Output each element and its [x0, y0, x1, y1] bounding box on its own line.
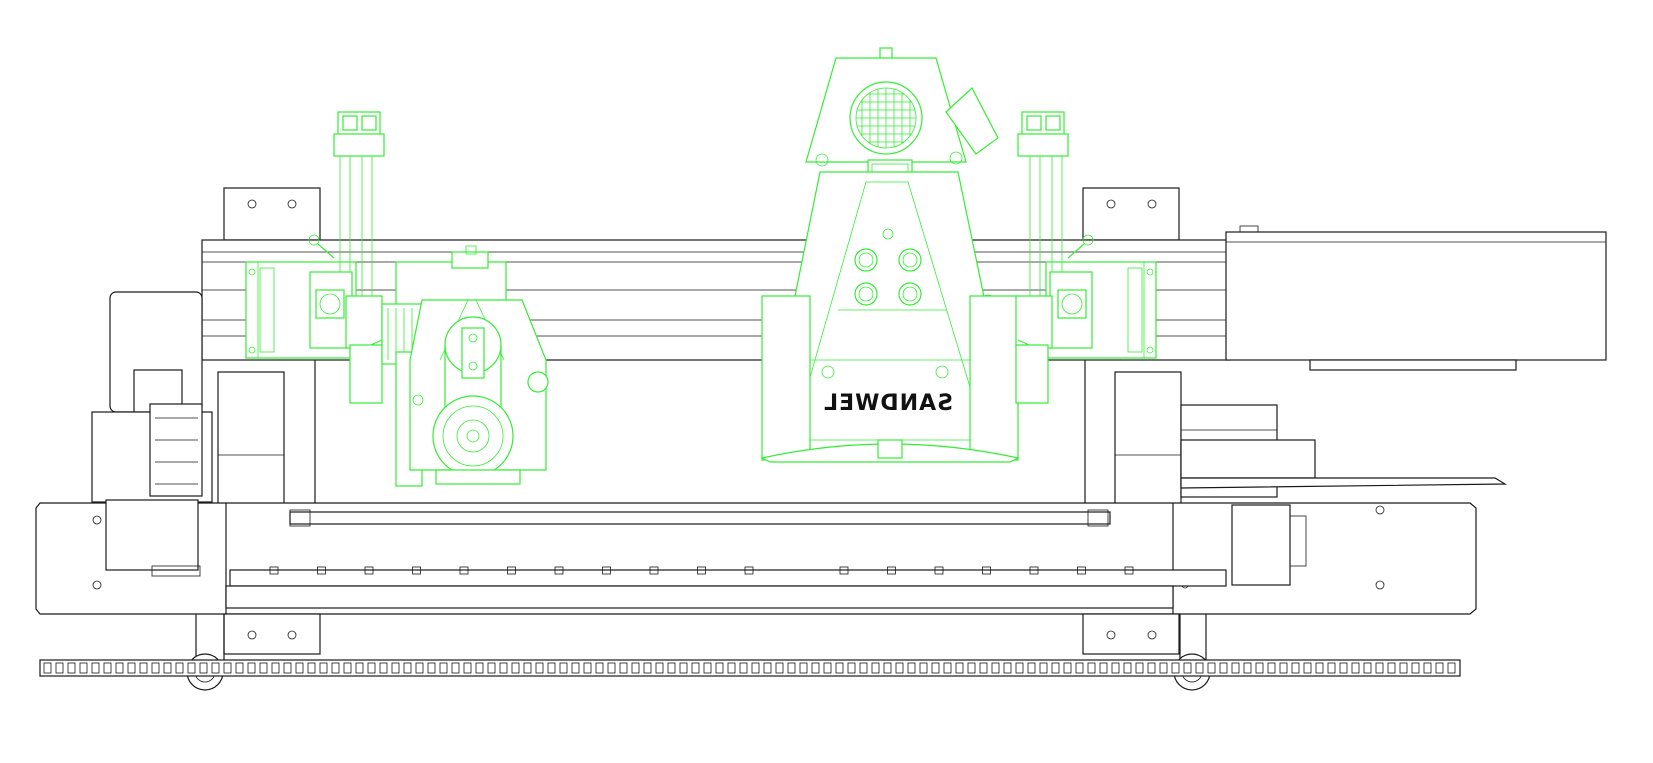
lower-beam	[225, 585, 1174, 609]
cabinet-bottom-plate	[1309, 359, 1517, 371]
top-right-mount-block	[1082, 187, 1180, 241]
motor-base-box	[105, 499, 199, 571]
left-motor-body	[149, 403, 203, 497]
top-left-mount-block	[223, 187, 321, 241]
control-cabinet	[1225, 231, 1607, 361]
outfeed-table	[1180, 477, 1508, 489]
bottom-right-mount-block	[1082, 613, 1180, 655]
right-tilt-bracket	[1015, 111, 1157, 404]
clamp-bolt-row	[269, 566, 1134, 575]
cutting-tooling: SANDWEL	[245, 47, 1157, 487]
left-saw-blade	[432, 395, 514, 477]
clamp-bar	[229, 569, 1227, 587]
right-drive-box	[1231, 504, 1291, 586]
gear-rack-teeth	[43, 662, 1456, 674]
brand-text: SANDWEL	[823, 391, 953, 416]
brand-label: SANDWEL	[823, 391, 953, 416]
right-feed-plate	[1180, 439, 1316, 479]
central-tilting-head: SANDWEL	[760, 47, 1020, 463]
bottom-left-mount-block	[223, 613, 321, 655]
left-cutting-head	[381, 245, 549, 487]
lower-guide-rail	[289, 511, 1111, 525]
gear-rack	[39, 659, 1461, 677]
left-tilt-bracket	[245, 111, 385, 404]
